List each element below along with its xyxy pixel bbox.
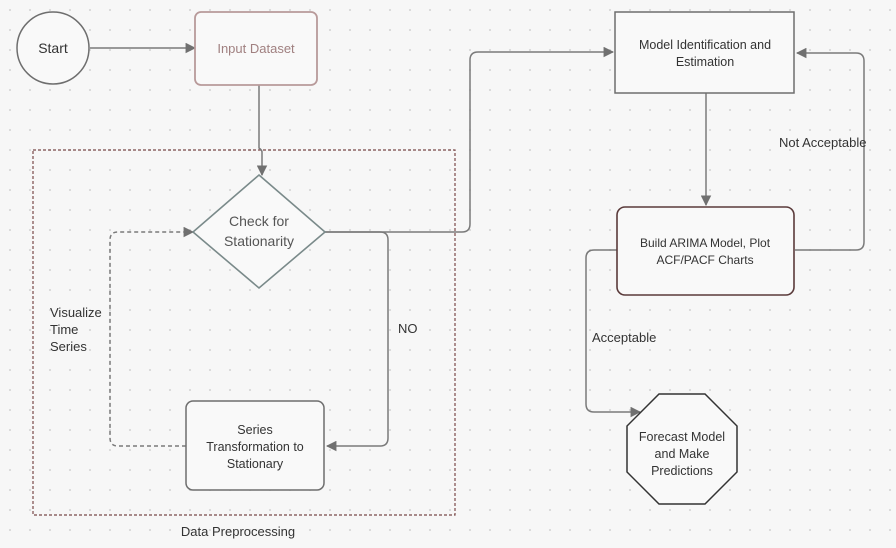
model-identification-node: Model Identification and Estimation [614,11,795,94]
forecast-line-2: and Make [655,447,710,461]
check-stationarity-node: Check for Stationarity [191,173,327,290]
series-transformation-node: Series Transformation to Stationary [185,400,325,491]
series-transformation-line-2: Transformation to [206,440,304,454]
edge-input-to-check [256,85,268,177]
edges [90,42,865,452]
build-arima-line-2: ACF/PACF Charts [656,253,753,267]
data-preprocessing-label: Data Preprocessing [181,524,295,539]
check-stationarity-line-2: Stationarity [224,233,294,249]
no-label: NO [398,321,418,336]
build-arima-node: Build ARIMA Model, Plot ACF/PACF Charts [616,206,795,296]
series-transformation-line-3: Stationary [227,457,284,471]
forecast-line-1: Forecast Model [639,430,725,444]
model-identification-line-2: Estimation [676,55,734,69]
visualize-label: Visualize Time Series [50,305,102,354]
edge-not-acceptable [795,47,865,251]
data-preprocessing-group [32,149,456,516]
input-dataset-node: Input Dataset [194,11,318,86]
edge-visualize-dashed [109,226,195,447]
start-node: Start [16,11,90,85]
forecast-node: Forecast Model and Make Predictions [626,393,738,505]
model-identification-line-1: Model Identification and [639,38,771,52]
start-label: Start [38,40,68,56]
edge-acceptable [585,249,642,418]
build-arima-line-1: Build ARIMA Model, Plot [640,236,771,250]
visualize-line-2: Time [50,322,78,337]
visualize-line-3: Series [50,339,87,354]
input-dataset-label: Input Dataset [217,41,295,56]
check-stationarity-line-1: Check for [229,213,289,229]
acceptable-label: Acceptable [592,330,656,345]
forecast-line-3: Predictions [651,464,713,478]
not-acceptable-label: Not Acceptable [779,135,866,150]
series-transformation-line-1: Series [237,423,272,437]
edge-no-to-transform [325,231,389,452]
edge-check-to-model [325,46,615,233]
visualize-line-1: Visualize [50,305,102,320]
